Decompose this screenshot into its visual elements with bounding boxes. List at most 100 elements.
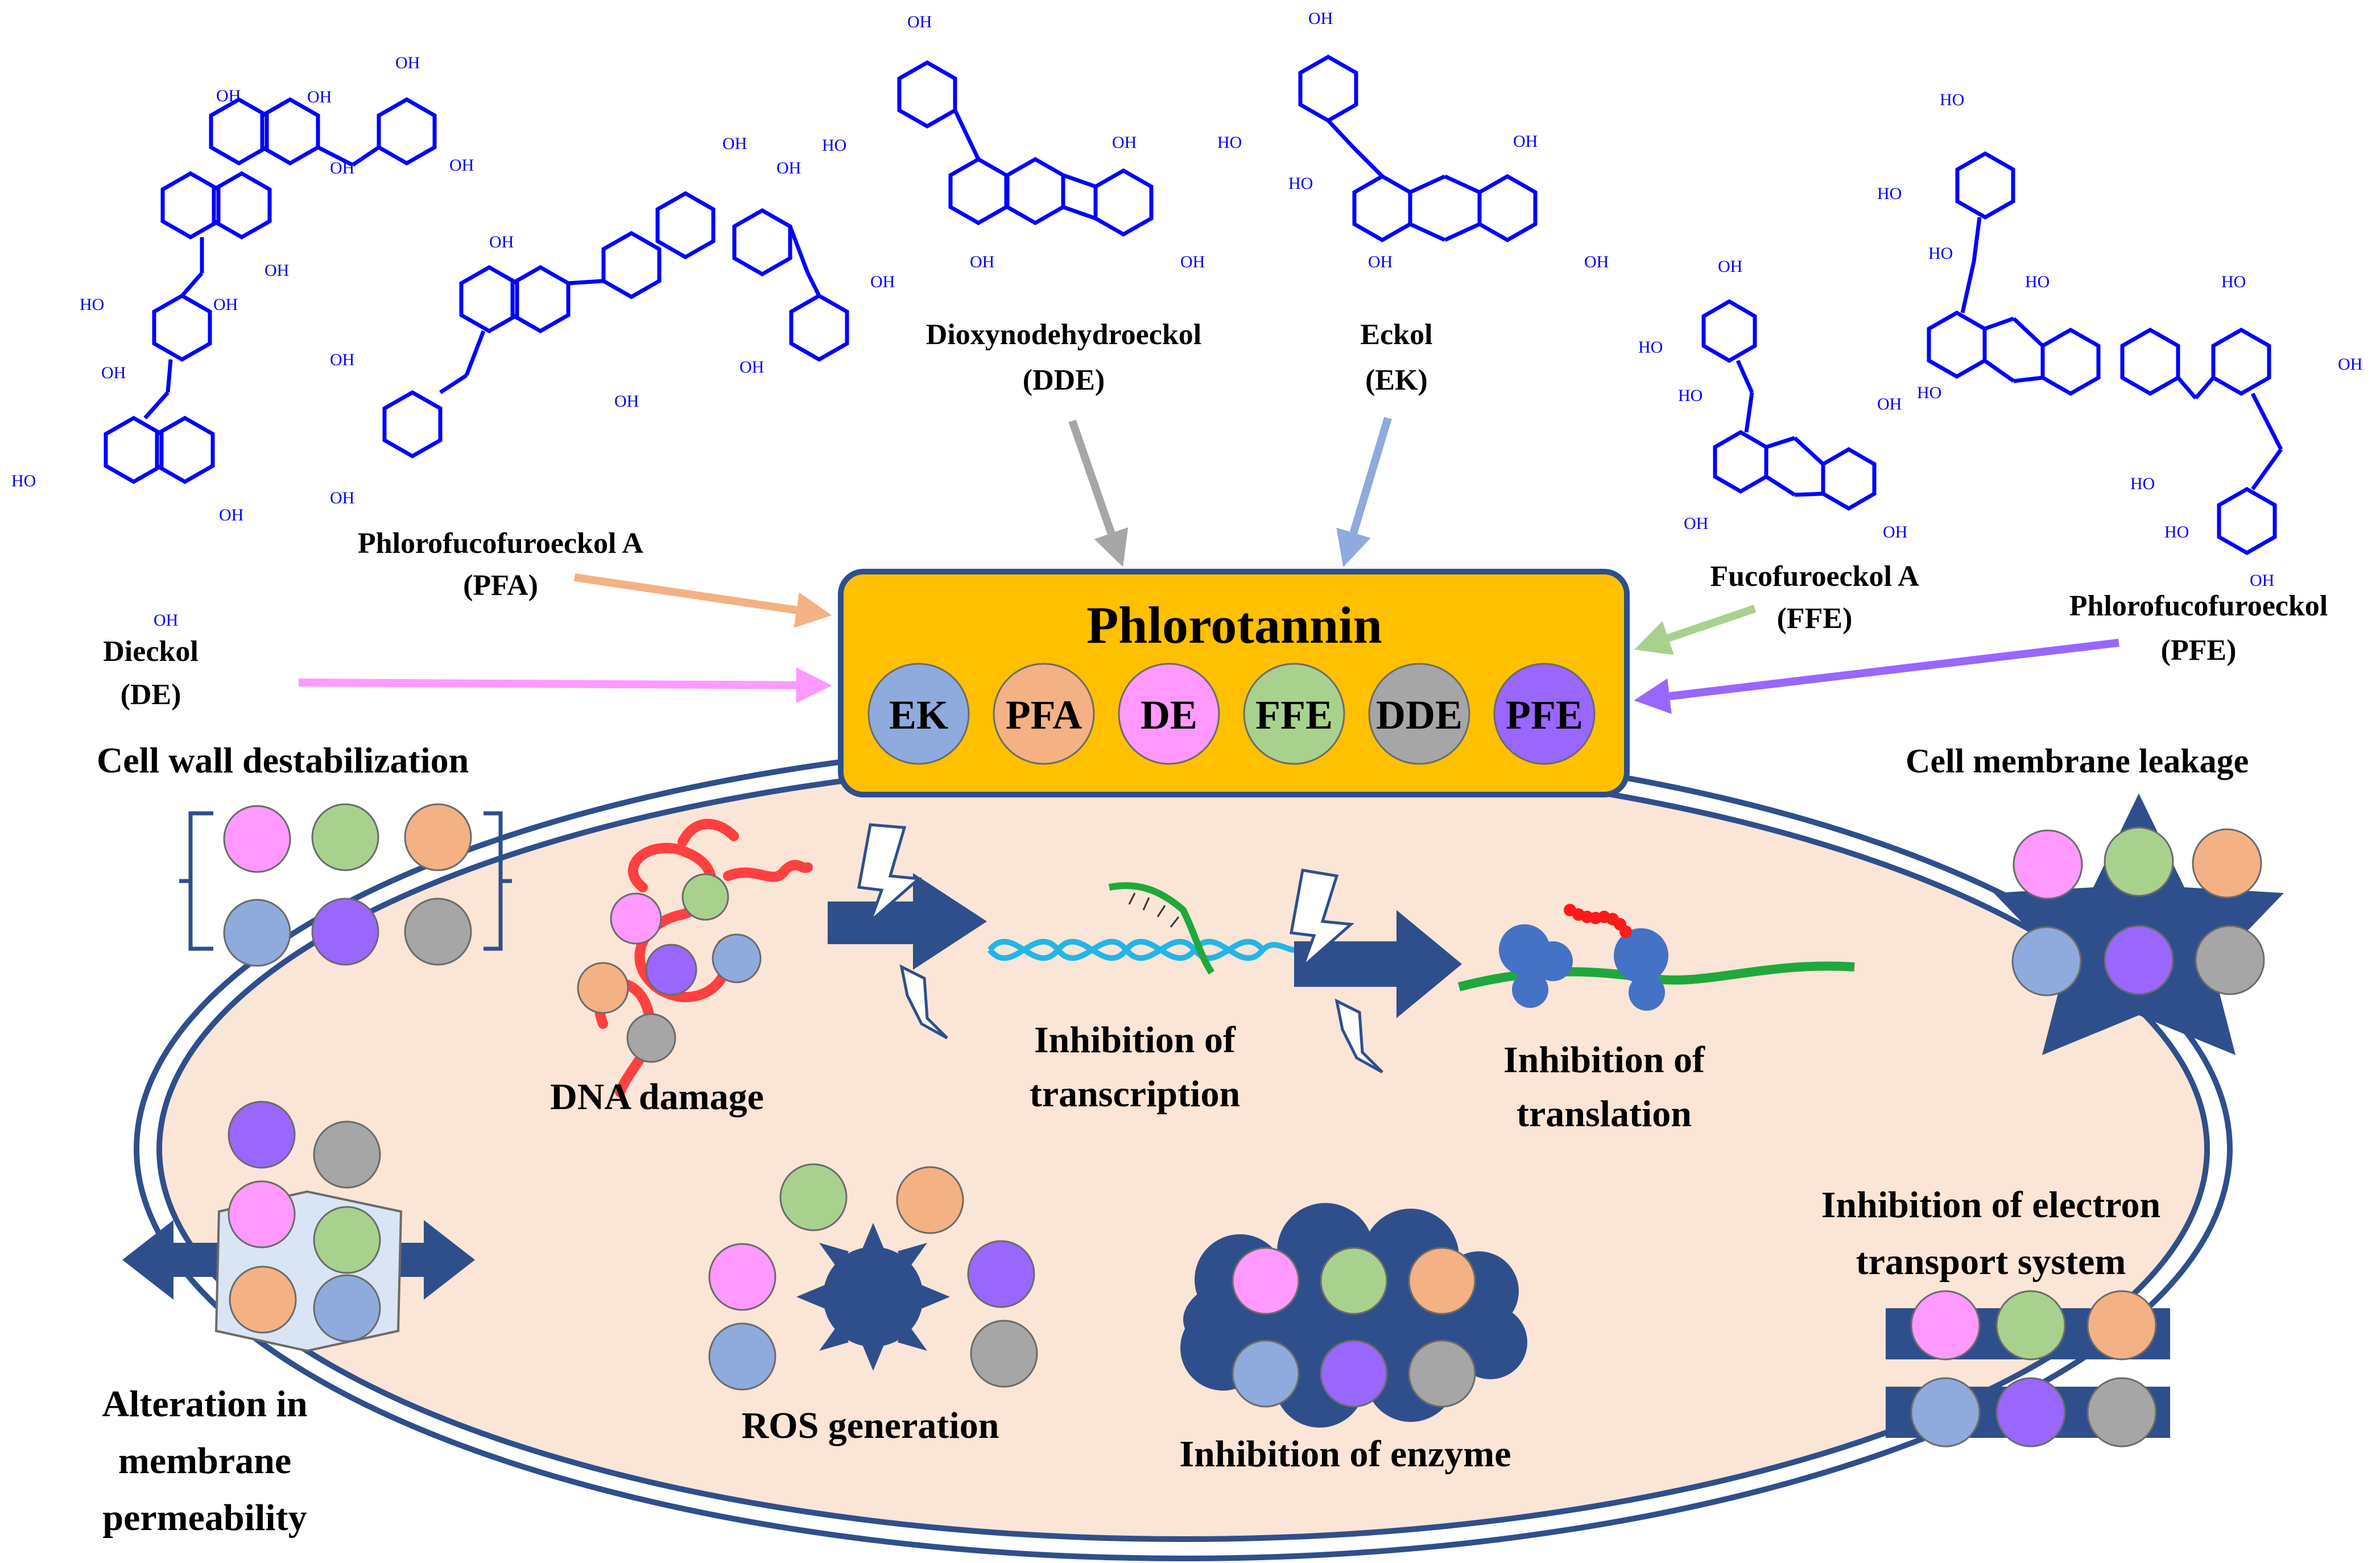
svg-text:OH: OH bbox=[1718, 257, 1742, 276]
svg-text:OH: OH bbox=[870, 272, 895, 291]
chip-pfe: PFE bbox=[1493, 663, 1596, 765]
svg-text:OH: OH bbox=[330, 350, 354, 369]
arrow-pfe bbox=[1634, 639, 2119, 714]
svg-text:OH: OH bbox=[970, 253, 994, 271]
svg-text:OH: OH bbox=[614, 392, 639, 411]
phlorotannin-box: Phlorotannin EK PFA DE FFE DDE PFE bbox=[838, 569, 1630, 797]
dieckol-structure bbox=[104, 97, 437, 485]
phlorotannin-chips: EK PFA DE FFE DDE PFE bbox=[867, 663, 1596, 765]
electron-transport-group bbox=[1886, 1290, 2170, 1448]
svg-text:OH: OH bbox=[1584, 253, 1609, 271]
dde-abbr: (DDE) bbox=[1023, 364, 1105, 396]
svg-text:OH: OH bbox=[219, 506, 243, 524]
svg-text:OH: OH bbox=[216, 86, 241, 105]
chip-de: DE bbox=[1118, 663, 1220, 765]
svg-text:HO: HO bbox=[1928, 244, 1953, 263]
eckol-name: Eckol bbox=[1360, 319, 1432, 351]
membrane-leakage-group bbox=[1994, 793, 2284, 1055]
electron-transport-label-line2: transport system bbox=[1856, 1241, 2126, 1283]
arrow-eckol bbox=[1336, 416, 1392, 568]
chip-label: PFA bbox=[1006, 692, 1082, 738]
svg-text:OH: OH bbox=[1112, 133, 1137, 152]
lightning-bolt-icon bbox=[857, 823, 922, 923]
svg-text:HO: HO bbox=[80, 295, 104, 314]
membrane-leakage-label: Cell membrane leakage bbox=[1906, 742, 2249, 780]
svg-text:HO: HO bbox=[2221, 272, 2246, 291]
arrow-dde bbox=[1068, 419, 1129, 567]
svg-text:HO: HO bbox=[1638, 338, 1663, 357]
svg-text:OH: OH bbox=[330, 159, 354, 177]
svg-text:OH: OH bbox=[213, 295, 238, 314]
svg-text:OH: OH bbox=[330, 489, 354, 507]
dieckol-name: Dieckol bbox=[103, 635, 199, 668]
ros-generation-group bbox=[708, 1163, 1038, 1391]
svg-text:OH: OH bbox=[1877, 395, 1902, 414]
svg-text:OH: OH bbox=[739, 358, 764, 377]
chip-label: FFE bbox=[1255, 692, 1333, 738]
chip-circle bbox=[1368, 663, 1470, 765]
central-dogma-arrows bbox=[828, 873, 1462, 1018]
svg-text:OH: OH bbox=[1308, 9, 1333, 28]
dde-name: Dioxynodehydroeckol bbox=[926, 319, 1201, 351]
chip-circle bbox=[1243, 663, 1345, 765]
svg-text:OH: OH bbox=[265, 261, 289, 280]
enzyme-group bbox=[1180, 1203, 1527, 1428]
chip-circle bbox=[993, 663, 1095, 765]
arrow-pfa bbox=[573, 573, 832, 628]
svg-text:HO: HO bbox=[1288, 174, 1313, 193]
compound-labels: Dieckol (DE) Phlorofucofuroeckol A (PFA)… bbox=[103, 319, 2328, 711]
permeability-label-line1: Alteration in bbox=[102, 1383, 307, 1425]
cell-wall-label: Cell wall destabilization bbox=[97, 740, 469, 780]
arrow-dieckol bbox=[298, 667, 832, 704]
lightning-bolt-icon bbox=[1290, 869, 1354, 968]
svg-text:HO: HO bbox=[2025, 272, 2050, 291]
lightning-bolt-icon bbox=[1334, 998, 1383, 1074]
svg-text:OH: OH bbox=[1368, 253, 1393, 271]
chip-ffe: FFE bbox=[1243, 663, 1345, 765]
svg-text:OH: OH bbox=[307, 88, 332, 106]
svg-text:OH: OH bbox=[395, 53, 420, 72]
cell-wall-group bbox=[179, 803, 512, 967]
structure-atom-labels: OH OH OH OH OH OH HO OH OH HO OH OH OH O… bbox=[11, 9, 2362, 630]
transcription-label-line2: transcription bbox=[1030, 1073, 1240, 1115]
chip-circle bbox=[867, 663, 970, 765]
chip-pfa: PFA bbox=[993, 663, 1095, 765]
svg-text:OH: OH bbox=[776, 159, 801, 177]
ffe-name: Fucofuroeckol A bbox=[1710, 560, 1919, 593]
svg-text:OH: OH bbox=[2338, 355, 2362, 374]
translation-label-line1: Inhibition of bbox=[1503, 1039, 1705, 1081]
ffe-abbr: (FFE) bbox=[1777, 602, 1853, 635]
phlorofucofuroeckol-structure bbox=[1927, 151, 2283, 556]
pfa-name: Phlorofucofuroeckol A bbox=[358, 527, 644, 560]
enzyme-label: Inhibition of enzyme bbox=[1179, 1433, 1511, 1475]
ros-label: ROS generation bbox=[742, 1405, 999, 1446]
phlorotannin-title: Phlorotannin bbox=[1086, 596, 1382, 654]
chip-label: EK bbox=[889, 692, 948, 738]
chip-label: PFE bbox=[1506, 692, 1583, 738]
svg-text:HO: HO bbox=[1917, 383, 1941, 402]
svg-text:OH: OH bbox=[449, 156, 474, 175]
svg-text:HO: HO bbox=[1217, 133, 1242, 152]
transcription-helix bbox=[987, 882, 1295, 975]
svg-text:HO: HO bbox=[1678, 386, 1703, 405]
svg-text:HO: HO bbox=[1877, 184, 1902, 203]
electron-transport-label-line1: Inhibition of electron bbox=[1821, 1184, 2160, 1226]
chip-circle bbox=[1118, 663, 1220, 765]
eckol-abbr: (EK) bbox=[1365, 364, 1428, 396]
chip-dde: DDE bbox=[1368, 663, 1470, 765]
eckol-structure bbox=[1298, 54, 1538, 243]
svg-text:OH: OH bbox=[1883, 523, 1907, 541]
svg-text:OH: OH bbox=[907, 13, 932, 31]
svg-text:OH: OH bbox=[1684, 514, 1708, 533]
chemical-structures bbox=[104, 54, 2283, 556]
lightning-bolt-icons bbox=[857, 823, 1383, 1074]
permeability-label-line2: membrane bbox=[118, 1440, 291, 1482]
svg-text:HO: HO bbox=[2130, 474, 2155, 493]
translation-ribosome bbox=[1457, 904, 1855, 1011]
compound-arrows bbox=[298, 416, 2119, 714]
arrow-ffe bbox=[1634, 605, 1757, 655]
svg-text:OH: OH bbox=[1180, 253, 1205, 271]
svg-text:OH: OH bbox=[154, 611, 178, 630]
pfa-abbr: (PFA) bbox=[463, 569, 538, 602]
